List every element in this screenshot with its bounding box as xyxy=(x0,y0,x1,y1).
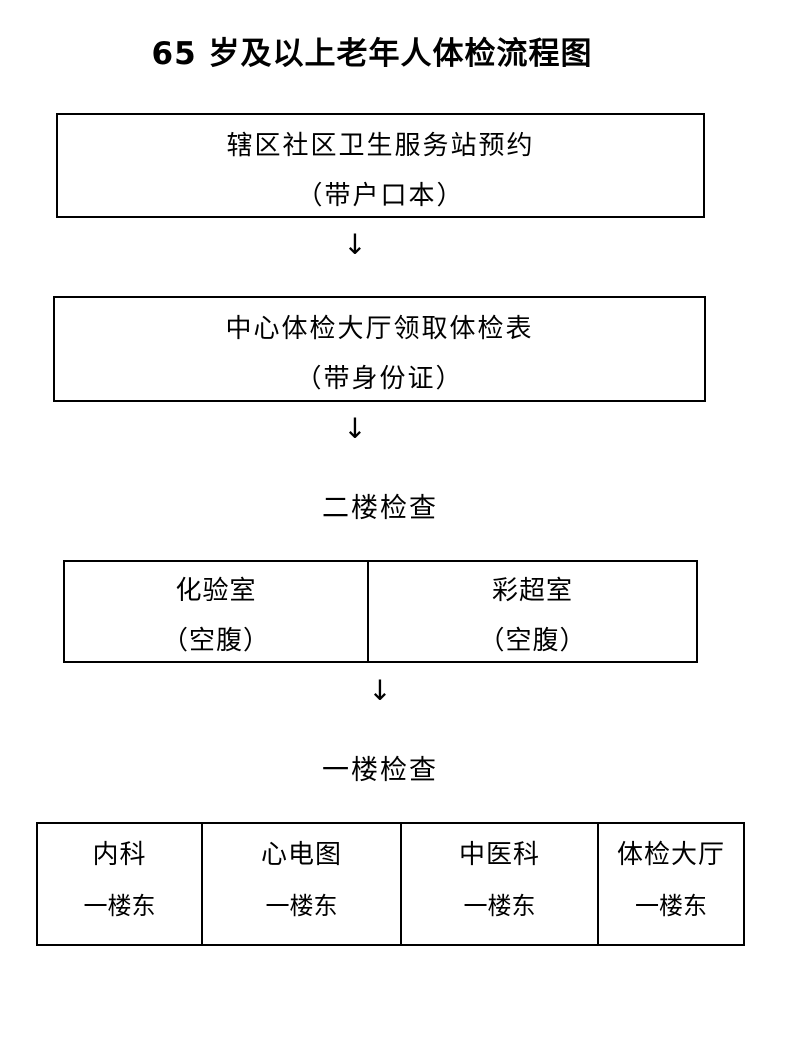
exam-hall-label: 体检大厅 xyxy=(616,840,725,870)
second-floor-heading: 二楼检查 xyxy=(322,493,438,524)
step-collect-form-box: 中心体检大厅领取体检表 （带身份证） xyxy=(53,296,706,402)
arrow-down-icon: ↓ xyxy=(343,412,367,445)
ecg-cell: 心电图 一楼东 xyxy=(201,824,400,944)
tcm-location: 一楼东 xyxy=(463,892,536,920)
first-floor-table: 内科 一楼东 心电图 一楼东 中医科 一楼东 体检大厅 一楼东 xyxy=(36,822,745,946)
lab-room-label: 化验室 xyxy=(175,576,257,606)
ultrasound-room-label: 彩超室 xyxy=(491,576,573,606)
exam-hall-cell: 体检大厅 一楼东 xyxy=(597,824,743,944)
internal-medicine-cell: 内科 一楼东 xyxy=(38,824,201,944)
step-appointment-note: （带户口本） xyxy=(296,181,465,211)
page-title: 65 岁及以上老年人体检流程图 xyxy=(151,36,593,72)
lab-room-cell: 化验室 （空腹） xyxy=(65,562,367,661)
arrow-down-icon: ↓ xyxy=(343,228,367,261)
ultrasound-room-note: （空腹） xyxy=(478,626,587,656)
ecg-label: 心电图 xyxy=(260,840,342,870)
internal-medicine-location: 一楼东 xyxy=(83,892,156,920)
tcm-label: 中医科 xyxy=(458,840,540,870)
tcm-cell: 中医科 一楼东 xyxy=(400,824,597,944)
ultrasound-room-cell: 彩超室 （空腹） xyxy=(367,562,696,661)
internal-medicine-label: 内科 xyxy=(92,840,147,870)
step-appointment-label: 辖区社区卫生服务站预约 xyxy=(226,131,535,161)
ecg-location: 一楼东 xyxy=(265,892,338,920)
lab-room-note: （空腹） xyxy=(161,626,270,656)
step-collect-form-label: 中心体检大厅领取体检表 xyxy=(225,314,534,344)
step-appointment-box: 辖区社区卫生服务站预约 （带户口本） xyxy=(56,113,705,218)
arrow-down-icon: ↓ xyxy=(368,674,392,707)
exam-hall-location: 一楼东 xyxy=(635,892,707,920)
second-floor-table: 化验室 （空腹） 彩超室 （空腹） xyxy=(63,560,698,663)
first-floor-heading: 一楼检查 xyxy=(322,755,438,786)
step-collect-form-note: （带身份证） xyxy=(295,364,464,394)
